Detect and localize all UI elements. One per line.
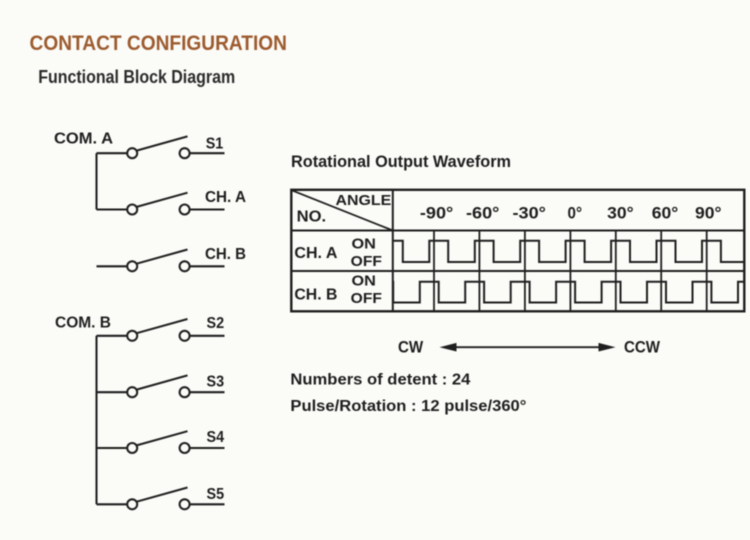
svg-text:Functional Block Diagram: Functional Block Diagram	[38, 66, 235, 87]
svg-text:0°: 0°	[568, 203, 583, 222]
svg-text:OFF: OFF	[351, 253, 382, 270]
svg-text:CH. B: CH. B	[294, 286, 337, 303]
svg-text:CH. A: CH. A	[205, 189, 246, 206]
svg-text:-90°: -90°	[420, 203, 454, 222]
svg-text:-60°: -60°	[466, 203, 500, 222]
svg-text:Rotational Output Waveform: Rotational Output Waveform	[291, 152, 511, 171]
svg-text:30°: 30°	[607, 203, 634, 222]
svg-text:COM. B: COM. B	[55, 315, 111, 332]
svg-text:S2: S2	[207, 315, 225, 332]
svg-text:NO.: NO.	[297, 208, 327, 225]
svg-text:ON: ON	[352, 272, 376, 289]
svg-text:CCW: CCW	[624, 338, 660, 356]
svg-text:S3: S3	[207, 374, 225, 391]
svg-text:CH. B: CH. B	[205, 246, 246, 263]
svg-text:90°: 90°	[695, 203, 722, 222]
svg-text:-30°: -30°	[513, 203, 547, 222]
svg-text:ON: ON	[352, 235, 376, 252]
svg-text:CONTACT CONFIGURATION: CONTACT CONFIGURATION	[30, 32, 288, 55]
svg-text:OFF: OFF	[351, 290, 382, 307]
svg-text:CW: CW	[398, 338, 424, 356]
svg-text:S5: S5	[207, 486, 225, 503]
svg-text:60°: 60°	[652, 203, 679, 222]
svg-text:COM. A: COM. A	[54, 131, 113, 148]
svg-text:Numbers of detent : 24: Numbers of detent : 24	[290, 372, 470, 389]
svg-text:S4: S4	[207, 429, 225, 446]
svg-text:ANGLE: ANGLE	[336, 192, 392, 209]
svg-text:CH. A: CH. A	[294, 245, 337, 262]
svg-text:S1: S1	[206, 136, 224, 153]
svg-text:Pulse/Rotation : 12 pulse/360°: Pulse/Rotation : 12 pulse/360°	[290, 398, 526, 415]
